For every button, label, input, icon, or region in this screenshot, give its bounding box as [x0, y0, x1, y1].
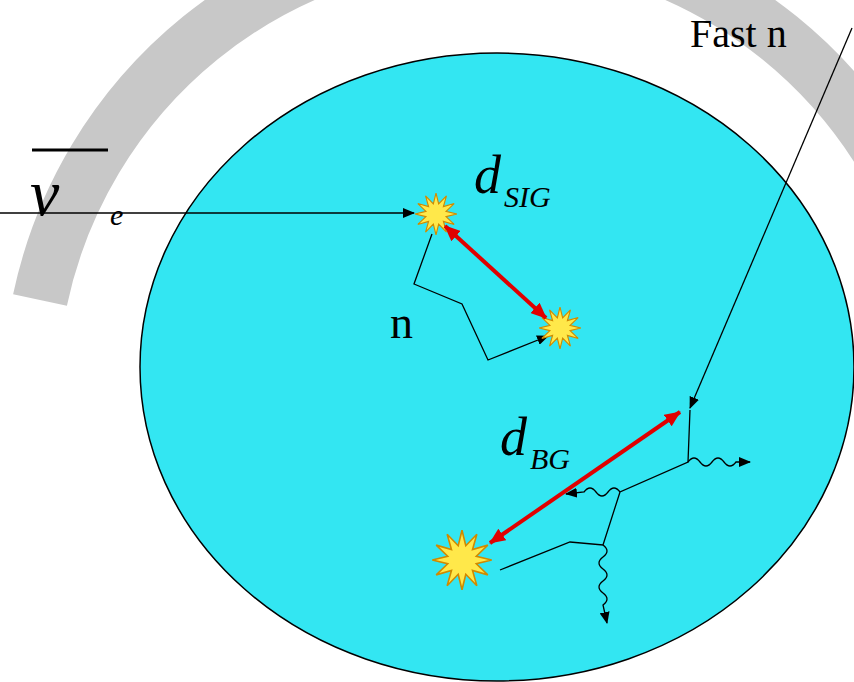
particle-name: Fast n [690, 14, 787, 54]
antineutrino-track [0, 212, 414, 214]
detector-volume [140, 53, 854, 681]
distance-symbol: d [500, 410, 527, 464]
distance-symbol: d [474, 148, 501, 202]
gamma-ray [566, 488, 620, 496]
overbar [32, 149, 108, 152]
gamma-ray [599, 545, 607, 623]
subscript: e [110, 200, 123, 230]
background-flash [432, 530, 491, 589]
subscript: BG [530, 444, 570, 474]
gamma-ray [688, 458, 750, 466]
subscript: SIG [504, 182, 551, 212]
particle-name: n [390, 300, 413, 346]
capture-flash [539, 307, 581, 349]
fast-neutron-track [690, 28, 852, 408]
signal-distance [445, 226, 546, 318]
background-path [500, 410, 690, 570]
neutron-path [414, 234, 548, 360]
particle-symbol: ν [30, 160, 59, 226]
